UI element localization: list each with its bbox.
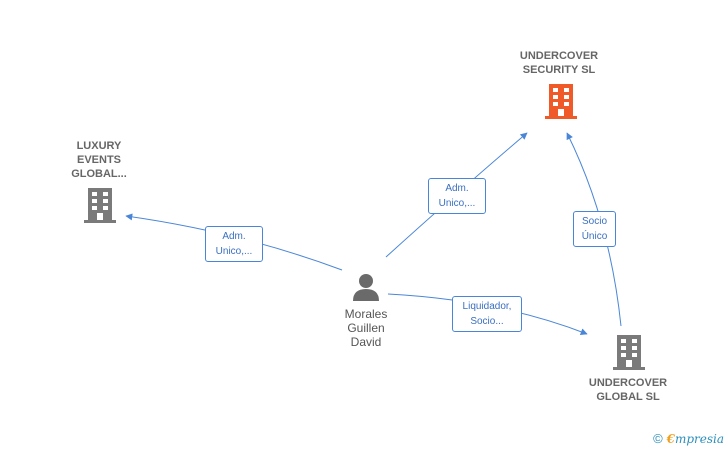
edge-label-line: Único bbox=[581, 231, 608, 242]
empresia-logo: © €mpresia bbox=[653, 431, 724, 446]
building-icon[interactable] bbox=[613, 335, 645, 371]
person-name-line: Morales bbox=[344, 307, 388, 321]
edge-label-to-global[interactable]: Liquidador, Socio... bbox=[452, 296, 522, 332]
company-name-line: SECURITY SL bbox=[522, 64, 596, 76]
building-icon[interactable] bbox=[545, 84, 577, 120]
person-name-line: David bbox=[350, 335, 382, 349]
person-label[interactable]: Morales Guillen David bbox=[326, 307, 406, 349]
edge-label-line: Socio bbox=[581, 216, 607, 227]
person-name-line: Guillen bbox=[347, 321, 385, 335]
logo-text: mpresia bbox=[674, 432, 724, 446]
company-name-line: LUXURY bbox=[76, 140, 122, 152]
edge-label-line: Socio... bbox=[470, 316, 504, 327]
edge-label-line: Adm. bbox=[222, 231, 246, 242]
edge-label-line: Unico,... bbox=[438, 198, 476, 209]
company-label-luxury-events[interactable]: LUXURY EVENTS GLOBAL... bbox=[58, 139, 140, 181]
edge-label-global-to-security[interactable]: Socio Único bbox=[573, 211, 616, 247]
company-name-line: UNDERCOVER bbox=[588, 377, 668, 389]
copyright-symbol: © bbox=[653, 431, 663, 446]
person-icon[interactable] bbox=[351, 272, 381, 302]
logo-initial: € bbox=[666, 432, 675, 446]
company-name-line: UNDERCOVER bbox=[519, 50, 599, 62]
edge-label-line: Adm. bbox=[445, 183, 469, 194]
company-label-undercover-global[interactable]: UNDERCOVER GLOBAL SL bbox=[573, 376, 683, 404]
edge-label-line: Unico,... bbox=[215, 246, 253, 257]
company-name-line: GLOBAL... bbox=[71, 168, 127, 180]
company-name-line: GLOBAL SL bbox=[596, 391, 660, 403]
edge-label-to-security[interactable]: Adm. Unico,... bbox=[428, 178, 486, 214]
edge-label-line: Liquidador, bbox=[462, 301, 512, 312]
building-icon[interactable] bbox=[84, 188, 116, 224]
company-label-undercover-security[interactable]: UNDERCOVER SECURITY SL bbox=[499, 49, 619, 77]
edge-label-to-luxury[interactable]: Adm. Unico,... bbox=[205, 226, 263, 262]
company-name-line: EVENTS bbox=[76, 154, 121, 166]
